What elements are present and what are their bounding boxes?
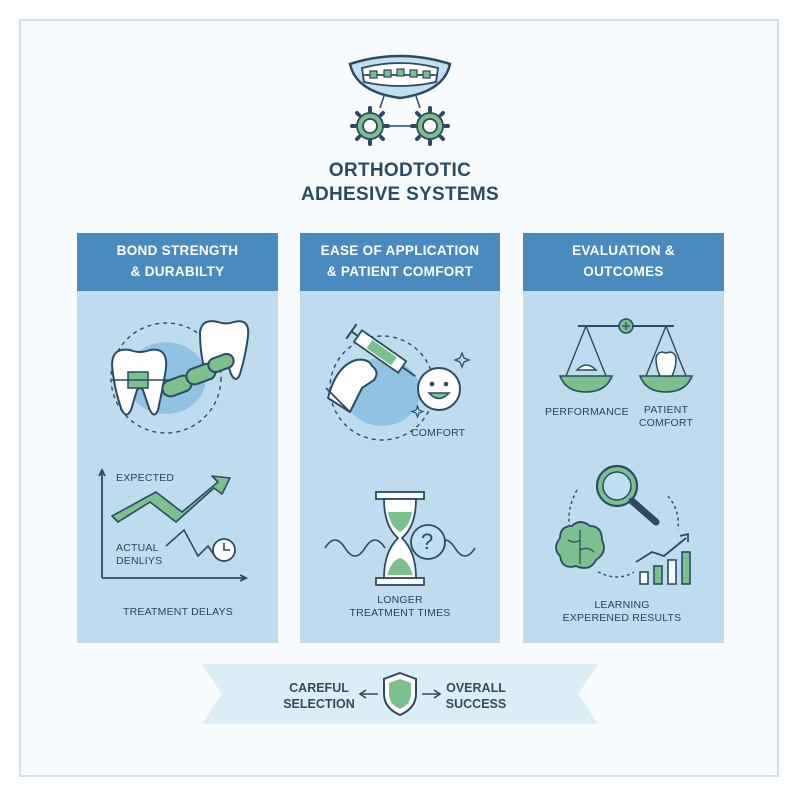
expected-label: EXPECTED	[116, 472, 175, 484]
actual-label-line1: ACTUAL	[116, 542, 159, 554]
performance-label: PERFORMANCE	[545, 406, 629, 418]
question-mark: ?	[421, 529, 434, 554]
panel-heading: BOND STRENGTH & DURABILTY	[77, 233, 278, 291]
panel-heading-line2: & DURABILTY	[130, 264, 225, 279]
actual-label-line2: DENLIYS	[116, 555, 163, 567]
page-title-line1: ORTHODTOTIC	[328, 160, 472, 181]
overall-success-label: OVERALL SUCCESS	[445, 681, 507, 712]
panel-heading-line2: OUTCOMES	[583, 264, 664, 279]
panel-evaluation-outcomes: EVALUATION & OUTCOMES	[523, 233, 724, 643]
panel-footer-line1: LONGER	[377, 594, 423, 606]
panel-heading-line1: BOND STRENGTH	[116, 243, 239, 259]
panel-heading-line1: EASE OF APPLICATION	[320, 243, 480, 259]
patient-comfort-line2: COMFORT	[638, 417, 694, 429]
panel-ease-of-application: EASE OF APPLICATION & PATIENT COMFORT	[300, 233, 500, 643]
panel-heading: EVALUATION & OUTCOMES	[523, 233, 724, 291]
panel-footer-line1: LEARNING	[594, 599, 650, 611]
gear-icon	[350, 106, 390, 146]
comfort-label: COMFORT	[411, 427, 466, 439]
page-title-line2: ADHESIVE SYSTEMS	[300, 184, 499, 205]
braces-smile-icon	[348, 54, 452, 146]
patient-comfort-line1: PATIENT	[643, 404, 689, 416]
panel-bond-strength: BOND STRENGTH & DURABILTY	[77, 233, 278, 643]
panel-heading-line1: EVALUATION &	[572, 243, 675, 259]
panel-heading: EASE OF APPLICATION & PATIENT COMFORT	[300, 233, 500, 291]
careful-selection-label: CAREFUL SELECTION	[283, 681, 355, 712]
panel-footer-line2: EXPERENED RESULTS	[562, 612, 682, 624]
panel-footer: TREATMENT DELAYS	[123, 606, 233, 618]
panel-footer-line2: TREATMENT TIMES	[349, 607, 451, 619]
gear-icon	[410, 106, 450, 146]
panel-heading-line2: & PATIENT COMFORT	[326, 264, 474, 279]
